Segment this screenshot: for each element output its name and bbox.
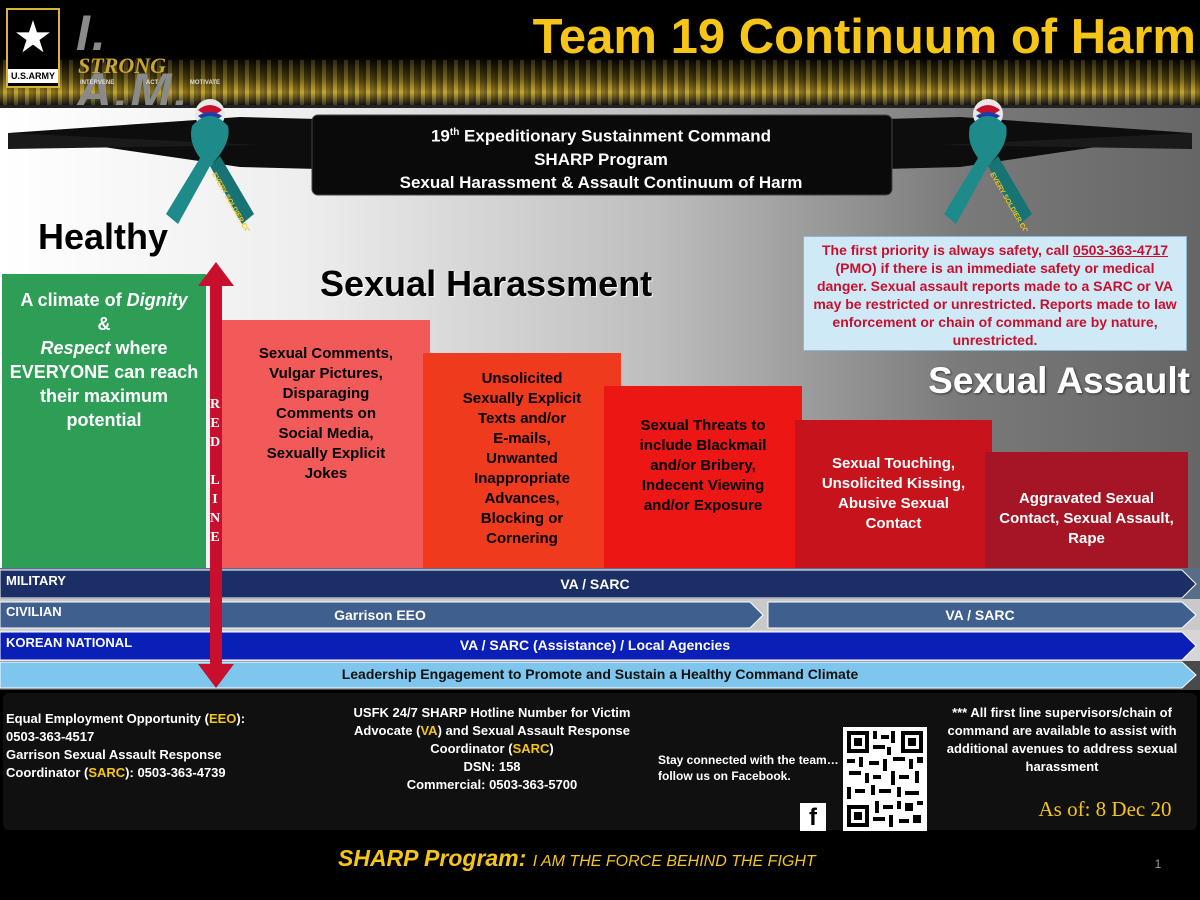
iam-sub-motivate: MOTIVATE <box>189 80 220 86</box>
harm-level-3-column: Sexual Threats to include Blackmail and/… <box>604 386 802 570</box>
banner-title: 19th Expeditionary Sustainment Command S… <box>318 121 884 195</box>
banner-line-3: Sexual Harassment & Assault Continuum of… <box>399 172 803 192</box>
as-of-date: As of: 8 Dec 20 <box>1038 797 1172 821</box>
row-label-civilian: CIVILIAN <box>6 604 62 619</box>
harm-level-5-column: Aggravated Sexual Contact, Sexual Assaul… <box>985 452 1188 570</box>
pmo-phone-link[interactable]: 0503-363-4717 <box>1073 242 1169 258</box>
header-texture <box>0 60 1200 105</box>
eeo-sarc-contacts: Equal Employment Opportunity (EEO): 0503… <box>6 710 326 790</box>
sharp-tagline: SHARP Program: I AM THE FORCE BEHIND THE… <box>338 845 816 871</box>
civilian-eeo-bar: Garrison EEO <box>334 607 426 623</box>
banner-graphic <box>0 105 1200 196</box>
harm-level-4-column: Sexual Touching, Unsolicited Kissing, Ab… <box>795 420 992 570</box>
army-star-icon: ★ <box>13 12 53 63</box>
header-bar <box>0 0 1200 105</box>
korean-national-response-bar: VA / SARC (Assistance) / Local Agencies <box>459 637 731 653</box>
healthy-climate-column: A climate of Dignity&Respect where EVERY… <box>2 274 206 570</box>
iam-sub-intervene: INTERVENE <box>80 80 115 86</box>
civilian-response-bar: VA / SARC <box>945 607 1015 623</box>
hotline-commercial: Commercial: 0503-363-5700 <box>406 777 578 792</box>
facebook-prompt: Stay connected with the team… follow us … <box>658 753 839 783</box>
page-number: 1 <box>1154 857 1162 871</box>
iam-sub-act: ACT <box>145 80 159 86</box>
safety-priority-notice: The first priority is always safety, cal… <box>803 236 1187 351</box>
leadership-engagement-bar: Leadership Engagement to Promote and Sus… <box>341 666 859 682</box>
eeo-phone: 0503-363-4517 <box>6 729 95 744</box>
row-label-korean-national: KOREAN NATIONAL <box>6 635 133 650</box>
banner-line-1: 19th Expeditionary Sustainment Command <box>430 126 772 146</box>
us-army-logo: ★ U.S.ARMY <box>6 8 60 88</box>
harm-level-1-column: Sexual Comments, Vulgar Pictures, Dispar… <box>222 320 430 570</box>
footer-contact-panel <box>3 693 1197 830</box>
supervisor-notice: *** All first line supervisors/chain of … <box>946 705 1178 774</box>
page-title: Team 19 Continuum of Harm <box>532 10 1196 64</box>
sharp-hotline-info: USFK 24/7 SHARP Hotline Number for Victi… <box>322 704 662 794</box>
red-line-arrow-icon <box>198 262 234 688</box>
qr-code-icon[interactable] <box>843 727 927 831</box>
ribbon-right-icon: EVERY SOLDIER COUNTS <box>944 99 1038 231</box>
iam-subtitle: INTERVENE ACT MOTIVATE <box>80 80 220 92</box>
ribbon-left-icon: EVERY SOLDIER COUNTS <box>166 99 260 231</box>
sexual-harassment-heading: Sexual Harassment <box>320 263 653 304</box>
sexual-assault-heading: Sexual Assault <box>928 360 1190 401</box>
army-logo-label: U.S.ARMY <box>8 69 58 83</box>
banner-line-2: SHARP Program <box>534 149 668 169</box>
harm-level-2-column: Unsolicited Sexually Explicit Texts and/… <box>423 353 621 570</box>
hotline-dsn: DSN: 158 <box>463 759 521 774</box>
healthy-heading: Healthy <box>38 216 169 257</box>
red-line-label: R E D L I N E <box>209 397 221 545</box>
military-response-bar: VA / SARC <box>560 576 630 592</box>
facebook-icon[interactable]: f <box>800 803 826 831</box>
response-bars <box>0 568 1200 690</box>
row-label-military: MILITARY <box>6 573 66 588</box>
strong-logo-text: STRONG <box>78 53 167 78</box>
